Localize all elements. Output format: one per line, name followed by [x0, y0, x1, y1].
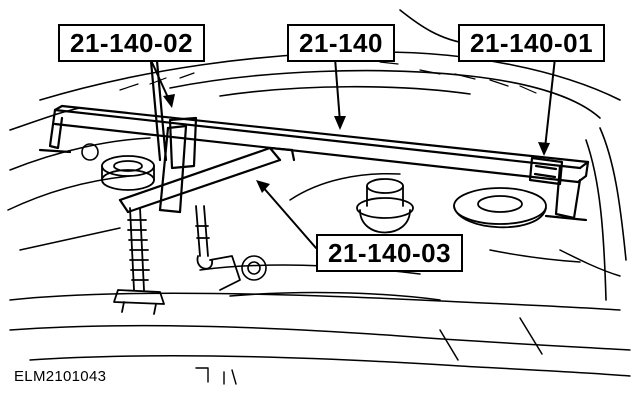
hook-tool [195, 205, 241, 291]
callout-tool-21-140-03: 21-140-03 [316, 234, 464, 272]
callout-tool-21-140-02: 21-140-02 [58, 24, 206, 62]
callout-tool-21-140: 21-140 [287, 24, 395, 62]
reservoir-left [101, 155, 155, 191]
bottom-marks [195, 367, 237, 385]
hood-hatching [119, 61, 537, 94]
spindle-assembly [113, 207, 165, 315]
leader-lines [149, 57, 556, 249]
filler-cap [81, 143, 267, 281]
reservoir-right [453, 187, 547, 229]
callout-tool-21-140-01: 21-140-01 [458, 24, 606, 62]
reservoir-center [356, 178, 414, 234]
main-beam-tool [38, 104, 590, 222]
arrowheads [163, 94, 550, 193]
figure-reference: ELM2101043 [14, 368, 107, 385]
cross-member-tool [118, 48, 296, 214]
